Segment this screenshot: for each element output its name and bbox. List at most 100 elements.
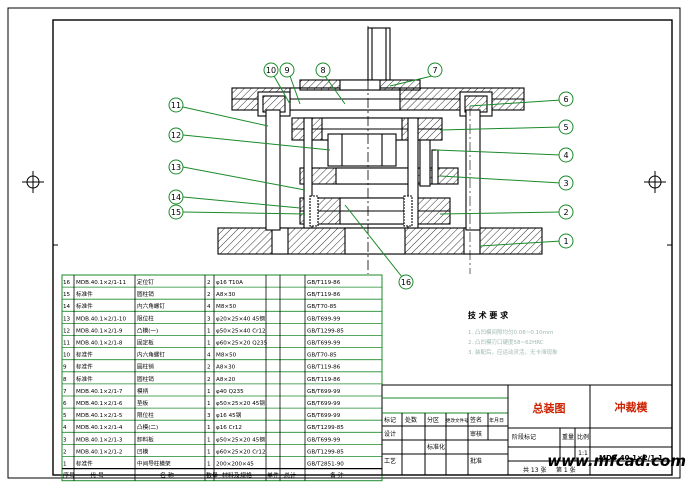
label-standardize: 标准化 (427, 443, 445, 451)
watermark: www.mfcad.com (547, 452, 686, 470)
bom-header-unit_wt: 单件 (267, 472, 279, 480)
svg-text:16: 16 (401, 278, 411, 287)
bom-cell-qty: 1 (207, 328, 211, 334)
bom-cell-name: 圆柱销 (137, 375, 154, 383)
bom-cell-spec: φ50×25×20 45钢 (216, 435, 265, 443)
bom-cell-no: 9 (63, 365, 67, 371)
label-zone: 分区 (427, 416, 439, 424)
bom-cell-qty: 1 (207, 462, 211, 468)
label-date: 年月日 (489, 417, 504, 424)
bom-cell-code: 标准件 (76, 290, 93, 298)
bom-cell-spec: A8×30 (216, 292, 236, 298)
bom-cell-spec: M8×50 (216, 304, 237, 310)
shank (367, 27, 391, 81)
bom-cell-qty: 1 (207, 341, 211, 347)
bom-cell-code: MDB.40.1×2/1-9 (76, 328, 123, 334)
bom-cell-std: GB/T1299-85 (307, 425, 344, 431)
title-block-text: 总装图 冲裁模 MDB.40.1×2/1-1 1:1 共 13 张 第 1 张 … (384, 400, 663, 474)
assembly-section (217, 26, 543, 274)
punch-one (327, 133, 397, 167)
bom-cell-name: 内六角螺钉 (137, 302, 165, 310)
bom-header-total_wt: 总计 (284, 472, 296, 480)
bom-cell-code: MDB.40.1×2/1-4 (76, 425, 123, 431)
bom-cell-name: 固定板 (137, 339, 154, 347)
bom-header-std: 备 注 (330, 472, 344, 480)
bom-cell-spec: φ60×25×20 Cr12 (216, 449, 266, 455)
callout-15: 15 (168, 204, 184, 220)
bom-cell-std: GB/T70-85 (307, 304, 337, 310)
svg-text:15: 15 (171, 208, 181, 217)
label-process: 工艺 (384, 457, 396, 465)
bom-cell-spec: φ16 T10A (216, 280, 243, 286)
label-review: 审核 (470, 430, 482, 438)
callout-12: 12 (168, 127, 184, 143)
bom-cell-name: 限位柱 (137, 411, 154, 419)
leader-lines (182, 75, 562, 283)
bom-header-code: 代 号 (90, 472, 104, 480)
callout-16: 16 (398, 274, 414, 290)
bom-cell-spec: A8×30 (216, 365, 236, 371)
sheet-number: 第 1 张 (556, 466, 576, 474)
bom-cell-code: MDB.40.1×2/1-8 (76, 341, 123, 347)
inner-frame (52, 19, 673, 476)
bom-cell-spec: M8×50 (216, 353, 237, 359)
tech-req-line-2: 2. 凸凹模刃口硬度58~62HRC (468, 338, 544, 346)
bom-cell-no: 11 (63, 341, 71, 347)
bom-cell-spec: φ50×25×20 45钢 (216, 399, 265, 407)
svg-text:10: 10 (266, 66, 276, 75)
bom-cell-spec: φ50×25×40 Cr12 (216, 328, 266, 334)
bom-cell-name: 凸模(一) (137, 326, 158, 334)
svg-text:14: 14 (171, 193, 181, 202)
bom-cell-name: 中间导柱模架 (137, 460, 171, 468)
bom-cell-std: GB/T119-86 (307, 292, 341, 298)
bom-cell-std: GB/T1299-85 (307, 449, 344, 455)
bom-cell-spec: A8×20 (216, 377, 236, 383)
bom-cell-no: 14 (63, 304, 71, 310)
label-change-doc: 更改文件号 (446, 417, 469, 424)
bom-cell-name: 卸料板 (137, 435, 154, 443)
bom-cell-std: GB/T70-85 (307, 353, 337, 359)
centering-mark-right (644, 171, 666, 193)
bom-header-name: 名 称 (160, 472, 174, 480)
bom-cell-code: MDB.40.1×2/1-3 (76, 437, 123, 443)
bom-cell-code: MDB.40.1×2/1-2 (76, 449, 122, 455)
callout-10: 10 (263, 62, 279, 78)
tech-req-title: 技 术 要 求 (468, 310, 509, 320)
bom-cell-std: GB/T119-86 (307, 365, 341, 371)
bom-cell-std: GB/T699-99 (307, 437, 341, 443)
bom-cell-name: 凸模(二) (137, 423, 158, 431)
bom-cell-spec: φ16 Cr12 (216, 425, 242, 431)
bom-cell-no: 4 (63, 425, 67, 431)
assembly-title: 总装图 (533, 401, 566, 415)
callout-1: 1 (558, 233, 574, 249)
bom-cell-no: 6 (63, 401, 67, 407)
bom-cell-no: 8 (63, 377, 67, 383)
svg-text:7: 7 (432, 66, 437, 75)
bom-cell-qty: 3 (207, 413, 211, 419)
bom-cell-code: 标准件 (76, 302, 93, 310)
bom-cell-qty: 2 (207, 280, 211, 286)
bom-cell-spec: φ20×25×40 45钢 (216, 314, 265, 322)
bom-cell-code: MDB.40.1×2/1-5 (76, 413, 123, 419)
bom-cell-spec: φ16 45钢 (216, 411, 242, 419)
callout-13: 13 (168, 159, 184, 175)
callout-6: 6 (558, 91, 574, 107)
bom-cell-qty: 1 (207, 449, 211, 455)
callout-14: 14 (168, 189, 184, 205)
bom-cell-spec: φ40 Q235 (216, 389, 244, 395)
callout-bubbles: 10 9 8 7 6 5 4 3 2 1 11 12 13 14 15 16 (168, 62, 574, 290)
bom-cell-name: 限位柱 (137, 314, 154, 322)
svg-text:6: 6 (563, 95, 568, 104)
bom-cell-qty: 3 (207, 316, 211, 322)
bom-cell-qty: 1 (207, 389, 211, 395)
bom-cell-spec: 200×200×45 (216, 462, 254, 468)
tech-req-line-3: 3. 装配后，应运动灵活，无卡滞现象 (468, 348, 558, 356)
callout-3: 3 (558, 175, 574, 191)
bom-cell-code: MDB.40.1×2/1-7 (76, 389, 123, 395)
bom-cell-code: 标准件 (76, 351, 93, 359)
title-block (381, 384, 673, 476)
bom-cell-std: GB/T699-99 (307, 389, 341, 395)
bom-cell-qty: 2 (207, 377, 211, 383)
svg-text:4: 4 (563, 151, 568, 160)
